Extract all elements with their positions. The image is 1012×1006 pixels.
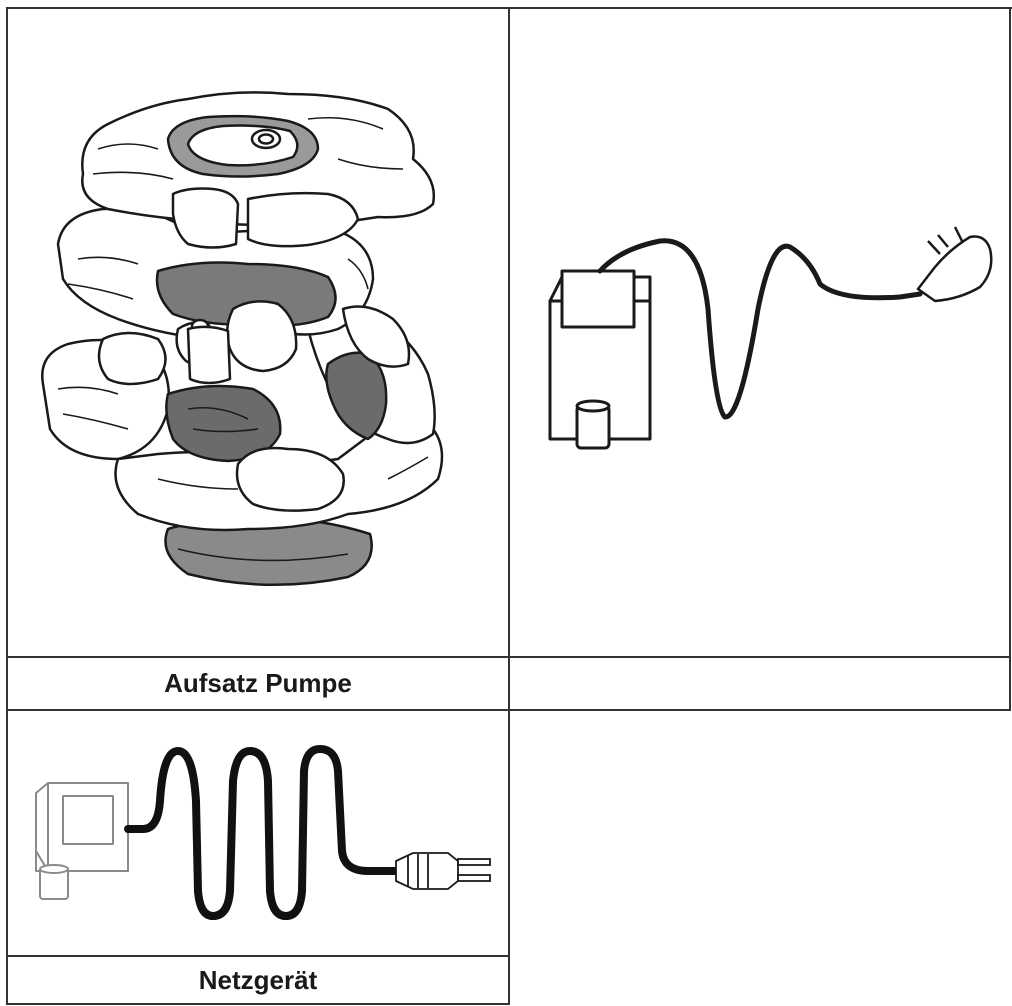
- cell-transformer-image: [510, 9, 1009, 656]
- table-border-bottom: [6, 1003, 510, 1005]
- table-divider-vertical: [508, 7, 510, 1005]
- table-border-right: [1009, 7, 1011, 711]
- table-divider-row2: [6, 709, 1011, 711]
- transformer-with-cable-and-plug-icon: [548, 226, 993, 450]
- cell-label-netzgeraet: Netzgerät: [198, 964, 318, 995]
- table-divider-row1: [6, 656, 1011, 658]
- cell-netzgeraet-image: [8, 711, 508, 955]
- cell-fountain-image: [8, 9, 508, 656]
- cell-label-aufsatz-pumpe: Aufsatz Pumpe: [164, 668, 352, 698]
- pump-with-cable-and-plug-icon: [35, 745, 491, 920]
- table-divider-row3: [6, 955, 510, 957]
- table-border-left: [6, 7, 8, 1005]
- rock-fountain-icon: [41, 91, 444, 587]
- cell-label-empty: [510, 658, 1009, 709]
